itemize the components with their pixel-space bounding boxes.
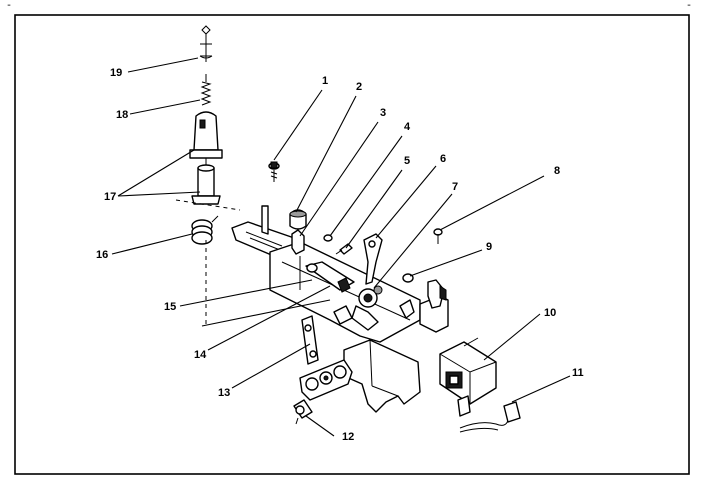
- callout-5: 5: [404, 155, 410, 167]
- callout-7: 7: [452, 181, 458, 193]
- shaft-assembly: [189, 25, 223, 245]
- corner-mark-right: -: [686, 1, 692, 12]
- leader-lines: [111, 57, 571, 437]
- callout-19: 19: [110, 67, 122, 79]
- callout-15: 15: [164, 301, 176, 313]
- diagram-border: [14, 14, 690, 475]
- callout-13: 13: [218, 387, 230, 399]
- part-6-lever: [363, 233, 383, 285]
- callout-2: 2: [356, 81, 362, 93]
- part-16-coil-spring: [191, 215, 219, 245]
- part-14-pin: [333, 305, 353, 325]
- part-15-shaft: [305, 261, 355, 293]
- callout-11: 11: [572, 367, 584, 379]
- part-17-upper-sleeve: [189, 111, 223, 168]
- callout-16: 16: [96, 249, 108, 261]
- callout-8: 8: [554, 165, 560, 177]
- part-1-screw: [268, 161, 280, 182]
- callout-12: 12: [342, 431, 354, 443]
- main-bracket-assembly: [231, 205, 449, 413]
- callout-17: 17: [104, 191, 116, 203]
- part-13-link: [301, 315, 319, 365]
- corner-mark-left: -: [6, 1, 12, 12]
- part-19-hook-pin: [199, 25, 213, 62]
- part-10-solenoid: [439, 337, 497, 417]
- callout-14: 14: [194, 349, 207, 361]
- part-2-cap: [289, 209, 307, 230]
- part-12-rollers: [293, 359, 353, 425]
- part-8-screw: [433, 228, 443, 244]
- callout-10: 10: [544, 307, 556, 319]
- part-5-screw: [335, 243, 353, 255]
- main-frame-body: [269, 241, 421, 343]
- part-11-wire-connector: [459, 401, 521, 433]
- part-3-clip: [291, 229, 305, 255]
- lower-bracket: [343, 339, 421, 413]
- part-4-ring: [323, 234, 333, 242]
- part-17-lower-sleeve: [191, 164, 221, 205]
- callout-labels: 1 2 3 4 5 6 7 8 9 10 11 12 13 14 15 16 1…: [96, 67, 584, 443]
- alignment-line-17: [175, 199, 241, 211]
- callout-18: 18: [116, 109, 128, 121]
- part-7-cam: [351, 285, 383, 331]
- callout-3: 3: [380, 107, 386, 119]
- part-18-spring: [200, 74, 212, 106]
- callout-4: 4: [404, 121, 411, 133]
- callout-9: 9: [486, 241, 492, 253]
- callout-1: 1: [322, 75, 328, 87]
- callout-6: 6: [440, 153, 446, 165]
